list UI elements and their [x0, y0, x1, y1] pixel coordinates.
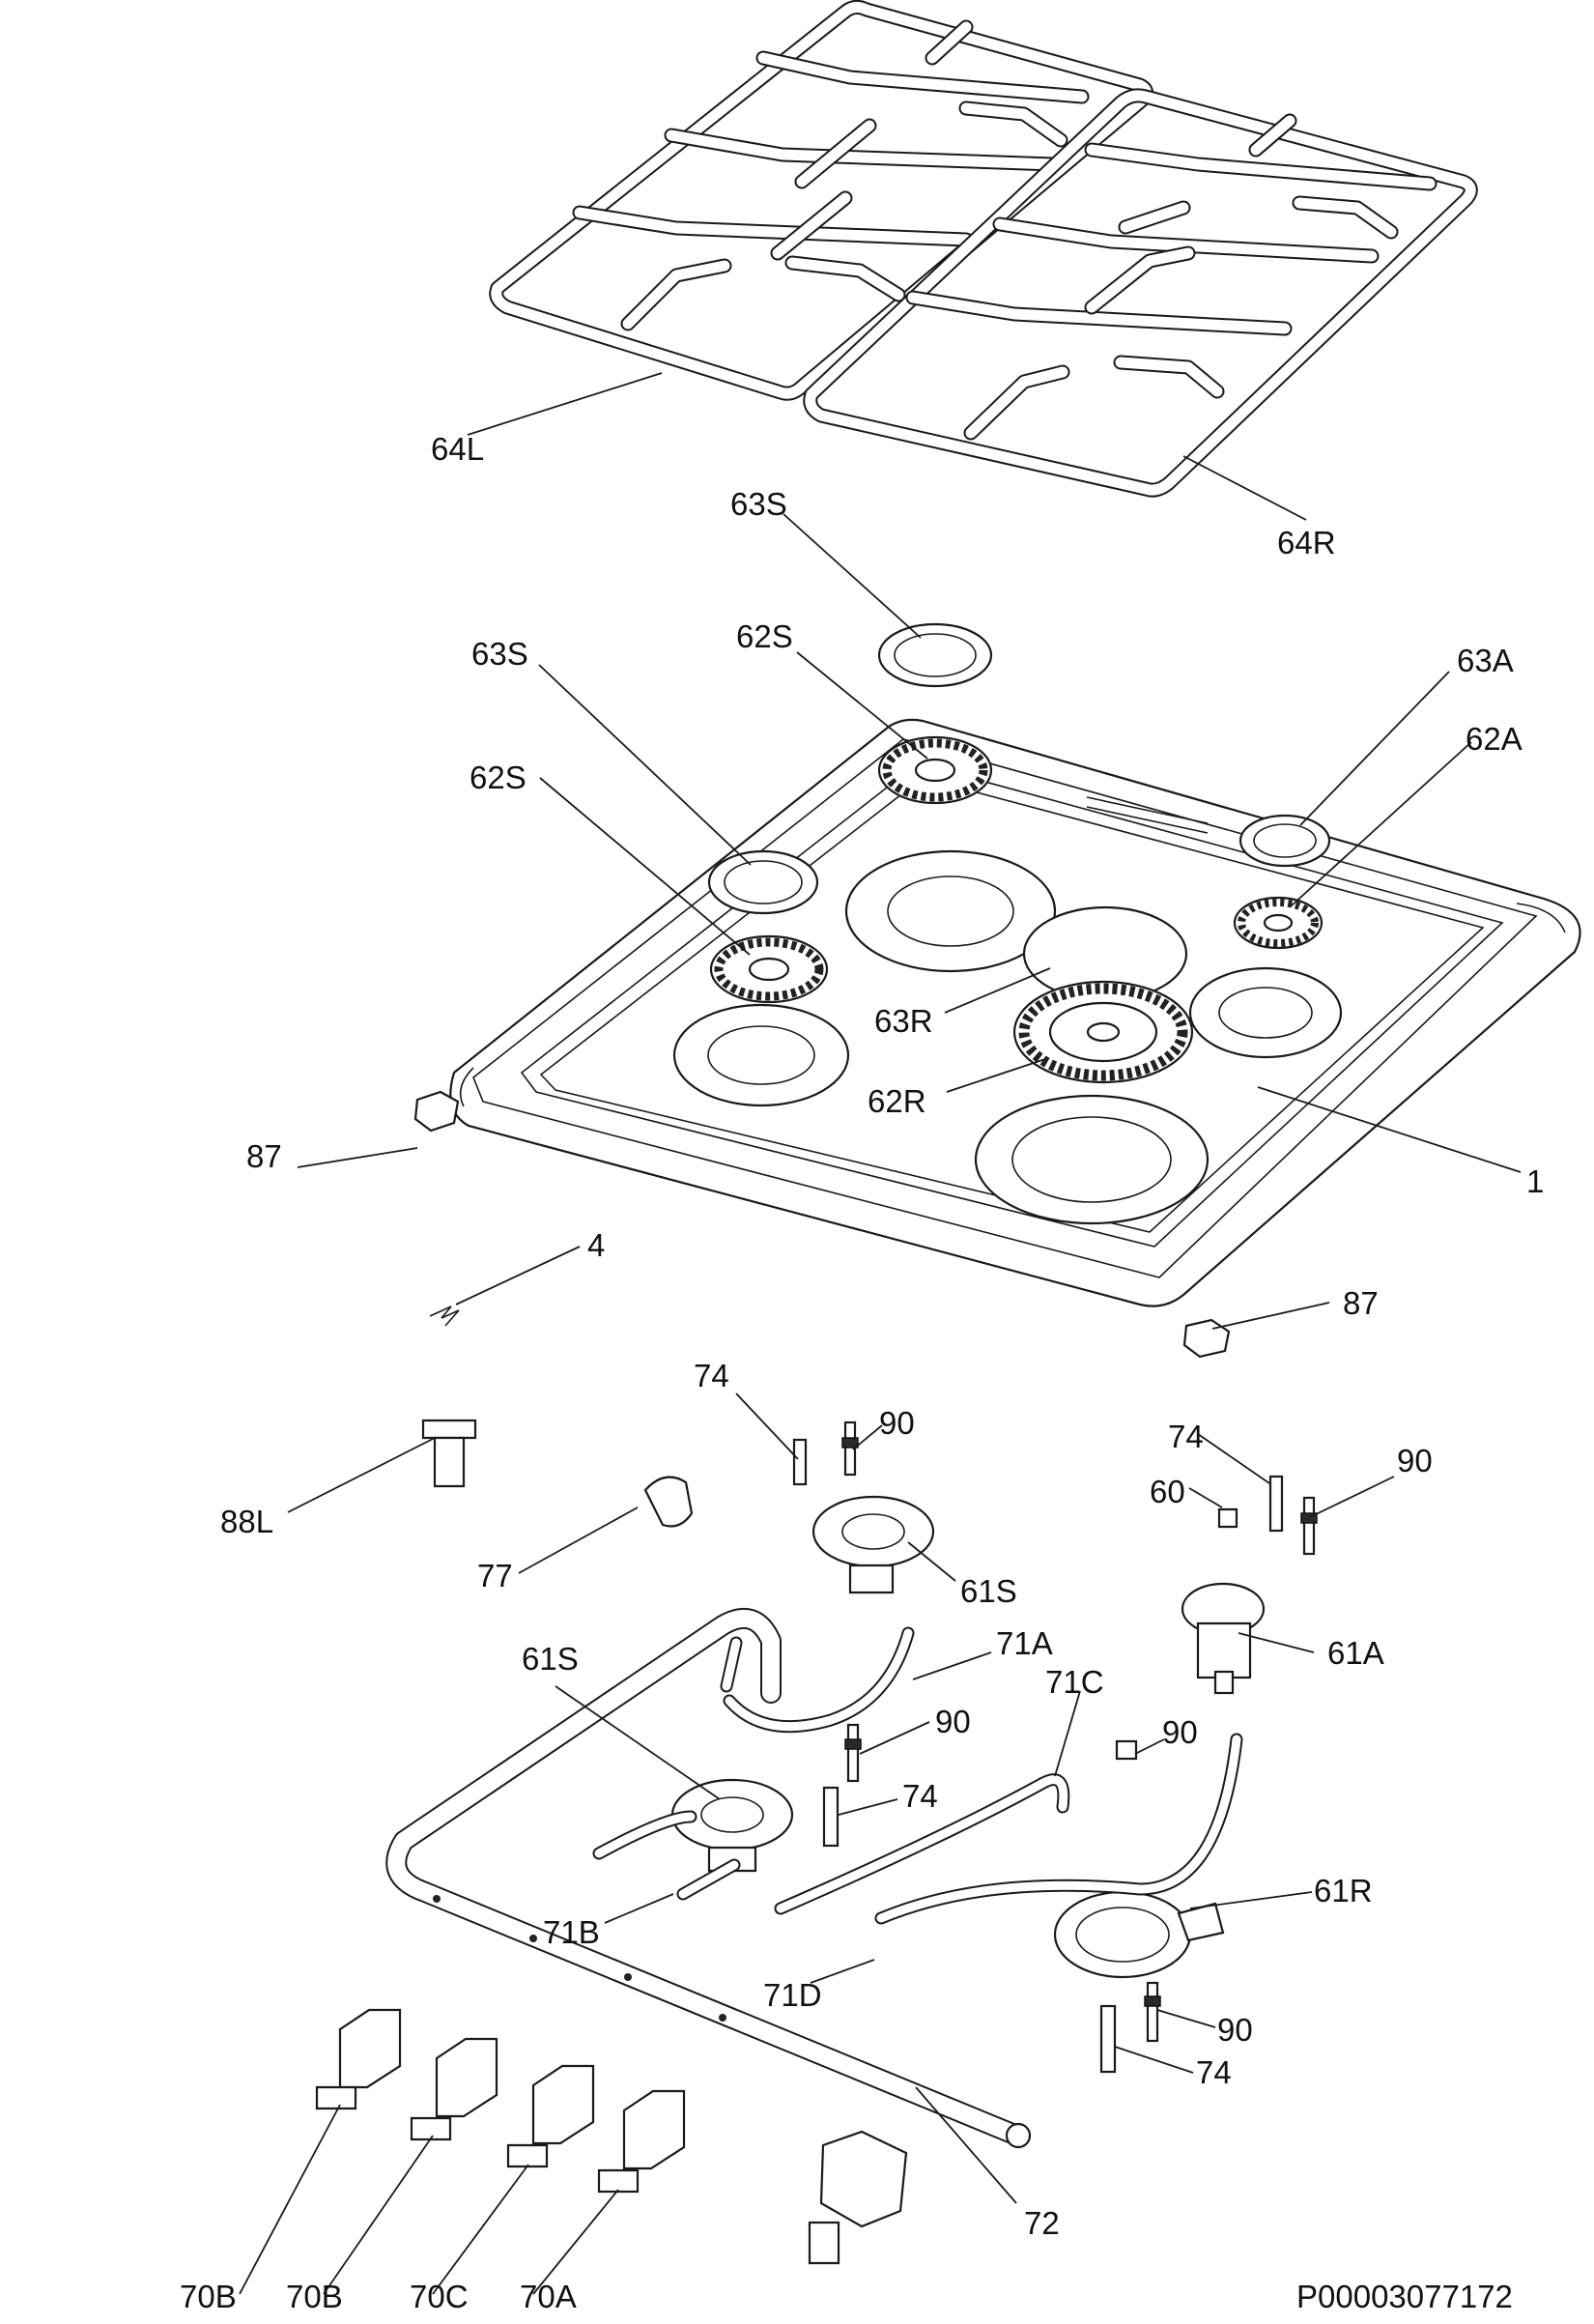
label-thermocouple-3: 74 [902, 1778, 938, 1814]
gas-pipes [592, 1626, 1243, 1925]
grid-right [803, 88, 1478, 498]
gas-taps [315, 2008, 908, 2265]
label-grid-left: 64L [431, 431, 484, 467]
label-cap-r: 63R [874, 1003, 933, 1039]
burner-bases [670, 1495, 1266, 1979]
gas-ramp [385, 1607, 1032, 2149]
label-tap-c: 70C [410, 2279, 469, 2314]
label-pipe-a: 71A [996, 1625, 1053, 1661]
label-electrode-1: 90 [879, 1405, 915, 1441]
label-burner-s-left: 61S [522, 1641, 579, 1677]
label-electrode-2: 90 [1397, 1443, 1433, 1478]
label-tap-b-2: 70B [286, 2279, 343, 2314]
label-elbow: 77 [477, 1558, 513, 1593]
label-electrode-4: 90 [1162, 1714, 1198, 1750]
label-thermocouple-1: 74 [694, 1358, 729, 1393]
label-burner-a: 61A [1327, 1635, 1384, 1671]
hob-top [449, 718, 1581, 1307]
label-foot-left: 87 [246, 1138, 282, 1174]
label-spring-clip: 4 [587, 1227, 605, 1263]
label-crown-a: 62A [1466, 721, 1523, 757]
label-cap-s-top: 63S [730, 486, 787, 522]
spark-electrodes [841, 1420, 1318, 2043]
label-cap-a: 63A [1457, 643, 1514, 678]
label-injector-holder: 60 [1150, 1474, 1185, 1509]
thermocouples [792, 1438, 1284, 2074]
grid-left [489, 0, 1153, 401]
label-crown-s-left: 62S [470, 760, 527, 795]
label-electrode-3: 90 [935, 1704, 971, 1739]
label-grid-right: 64R [1277, 525, 1336, 560]
label-cap-s-left: 63S [471, 636, 528, 672]
label-hob-top: 1 [1526, 1163, 1544, 1199]
burner-recesses [672, 849, 1343, 1225]
label-gas-ramp: 72 [1024, 2205, 1060, 2241]
label-burner-s-right: 61S [960, 1573, 1017, 1609]
part-labels: 64L 64R 63S 63S 62S 62S 63A 62A 63R 62R … [180, 431, 1544, 2314]
label-crown-s-top: 62S [736, 618, 793, 654]
label-pipe-b: 71B [543, 1914, 600, 1950]
label-connector: 88L [220, 1504, 273, 1539]
label-foot-right: 87 [1343, 1285, 1379, 1321]
small-parts [413, 1090, 1238, 1529]
label-burner-r: 61R [1314, 1873, 1373, 1908]
leader-lines [239, 372, 1522, 2295]
label-pipe-c: 71C [1045, 1664, 1104, 1700]
label-tap-a: 70A [520, 2279, 577, 2314]
document-code: P00003077172 [1296, 2279, 1513, 2314]
label-crown-r: 62R [868, 1083, 926, 1119]
burner-crowns [709, 735, 1324, 1084]
label-pipe-d: 71D [763, 1977, 822, 2013]
label-thermocouple-2: 74 [1168, 1419, 1204, 1454]
label-thermocouple-4: 74 [1196, 2054, 1232, 2090]
label-electrode-5: 90 [1217, 2012, 1253, 2048]
burner-caps [707, 622, 1331, 915]
label-tap-b-1: 70B [180, 2279, 237, 2314]
